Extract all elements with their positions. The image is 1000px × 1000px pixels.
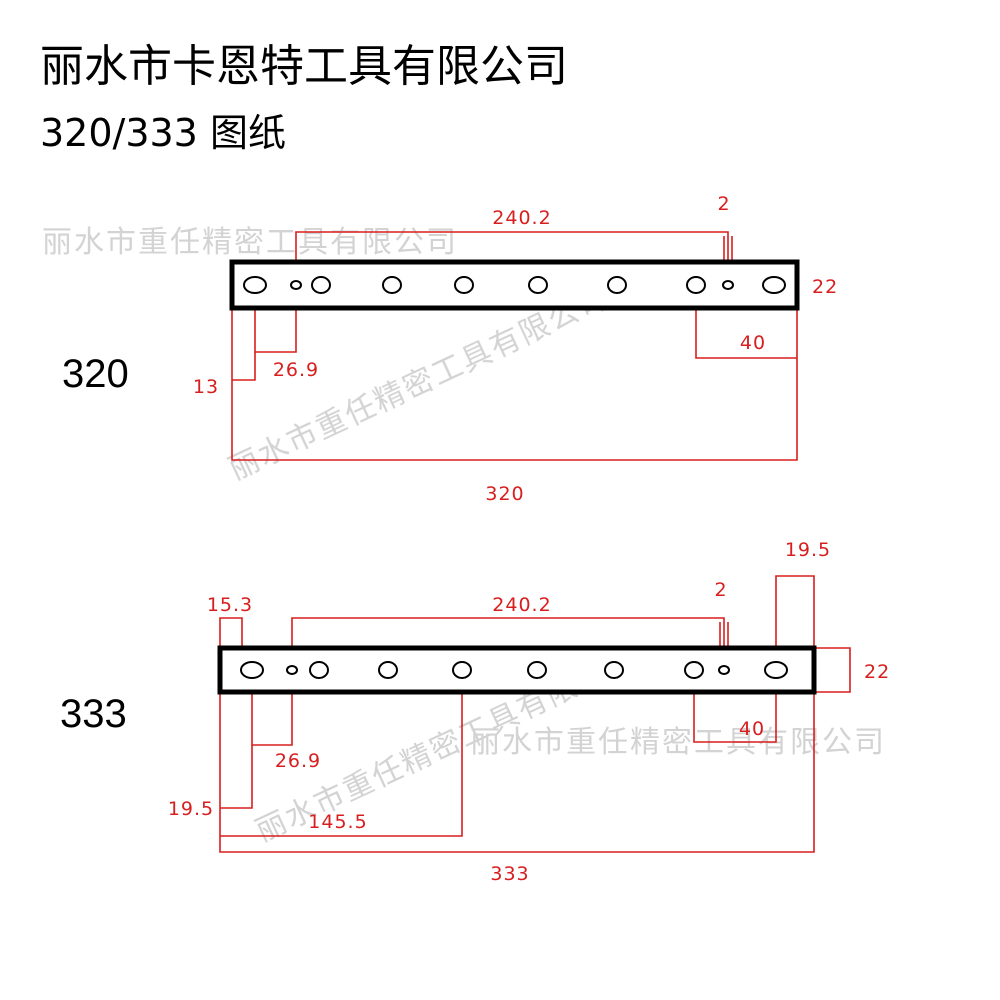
dim-label-slot-width: 2 — [714, 579, 727, 601]
round-hole — [309, 661, 329, 679]
dim-label-center-offset: 145.5 — [308, 811, 367, 833]
oval-hole — [240, 661, 264, 679]
watermark-top: 丽水市重任精密工具有限公司 — [42, 225, 458, 260]
round-hole — [686, 276, 706, 294]
dimension-lines-320 — [231, 231, 798, 461]
bar-333 — [217, 645, 817, 695]
round-hole — [452, 661, 472, 679]
dim-line-320 — [231, 308, 798, 461]
dim-line-13 — [232, 352, 256, 381]
round-hole — [604, 661, 624, 679]
dim-label-top-right: 19.5 — [785, 539, 831, 561]
dimension-lines-333 — [219, 575, 851, 853]
dim-label-slot-width: 2 — [717, 193, 730, 215]
dim-label-edge-offset: 13 — [193, 376, 219, 398]
dim-label-left-offset: 26.9 — [273, 359, 319, 381]
model-label-320: 320 — [62, 352, 129, 396]
holes-333 — [240, 661, 788, 679]
dim-line-240-2 — [291, 617, 725, 648]
oval-hole — [243, 276, 267, 294]
dim-label-edge-offset: 19.5 — [168, 798, 214, 820]
small-hole — [290, 280, 302, 290]
drawing-333: 333 240.2 — [60, 539, 890, 885]
holes-320 — [243, 276, 786, 294]
round-hole — [527, 661, 547, 679]
dim-label-hole-spacing: 240.2 — [492, 207, 551, 229]
round-hole — [684, 661, 704, 679]
dim-line-22 — [814, 647, 851, 693]
dim-label-height: 22 — [812, 276, 838, 298]
dim-line-26-9 — [254, 308, 297, 353]
dim-label-right-offset: 40 — [739, 718, 765, 740]
dim-line-40 — [693, 692, 777, 743]
round-hole — [607, 276, 627, 294]
dim-label-top-left: 15.3 — [207, 594, 253, 616]
round-hole — [378, 661, 398, 679]
round-hole — [311, 276, 331, 294]
dim-label-height: 22 — [864, 661, 890, 683]
drawing-title: 320/333 图纸 — [40, 111, 286, 155]
dim-label-hole-spacing: 240.2 — [492, 594, 551, 616]
dim-line-40 — [695, 308, 797, 359]
dim-line-15-3 — [219, 617, 243, 648]
round-hole — [528, 276, 548, 294]
company-title: 丽水市卡恩特工具有限公司 — [40, 41, 568, 92]
round-hole — [382, 276, 402, 294]
dim-line-240-2 — [295, 231, 729, 262]
watermark-diagonal-upper: 丽水市重任精密工具有限公司 — [224, 280, 616, 488]
dim-line-top-19-5 — [775, 575, 815, 648]
dim-line-333 — [219, 692, 815, 853]
drawing-320: 320 240.2 2 — [62, 193, 838, 505]
dim-label-right-offset: 40 — [740, 332, 766, 354]
dimension-labels-320: 240.2 2 22 40 26.9 13 320 — [193, 193, 838, 505]
dim-label-total-length: 333 — [490, 863, 529, 885]
bar-320 — [229, 259, 800, 311]
dim-line-26-9 — [251, 692, 293, 746]
watermark-bottom-right: 丽水市重任精密工具有限公司 — [470, 725, 886, 760]
oval-hole — [762, 276, 786, 294]
oval-hole — [764, 661, 788, 679]
dim-line-145-5 — [220, 692, 463, 837]
dim-line-19-5 — [220, 745, 253, 809]
small-hole — [722, 280, 734, 290]
dim-label-left-offset: 26.9 — [275, 750, 321, 772]
dim-label-total-length: 320 — [485, 483, 524, 505]
watermarks: 丽水市重任精密工具有限公司 丽水市重任精密工具有限公司 丽水市重任精密工具有限公… — [42, 225, 886, 849]
dimension-labels-333: 240.2 2 19.5 15.3 22 40 26.9 19.5 145.5 … — [168, 539, 890, 885]
model-label-333: 333 — [60, 692, 127, 736]
small-hole — [718, 665, 730, 675]
small-hole — [286, 665, 298, 675]
round-hole — [454, 276, 474, 294]
